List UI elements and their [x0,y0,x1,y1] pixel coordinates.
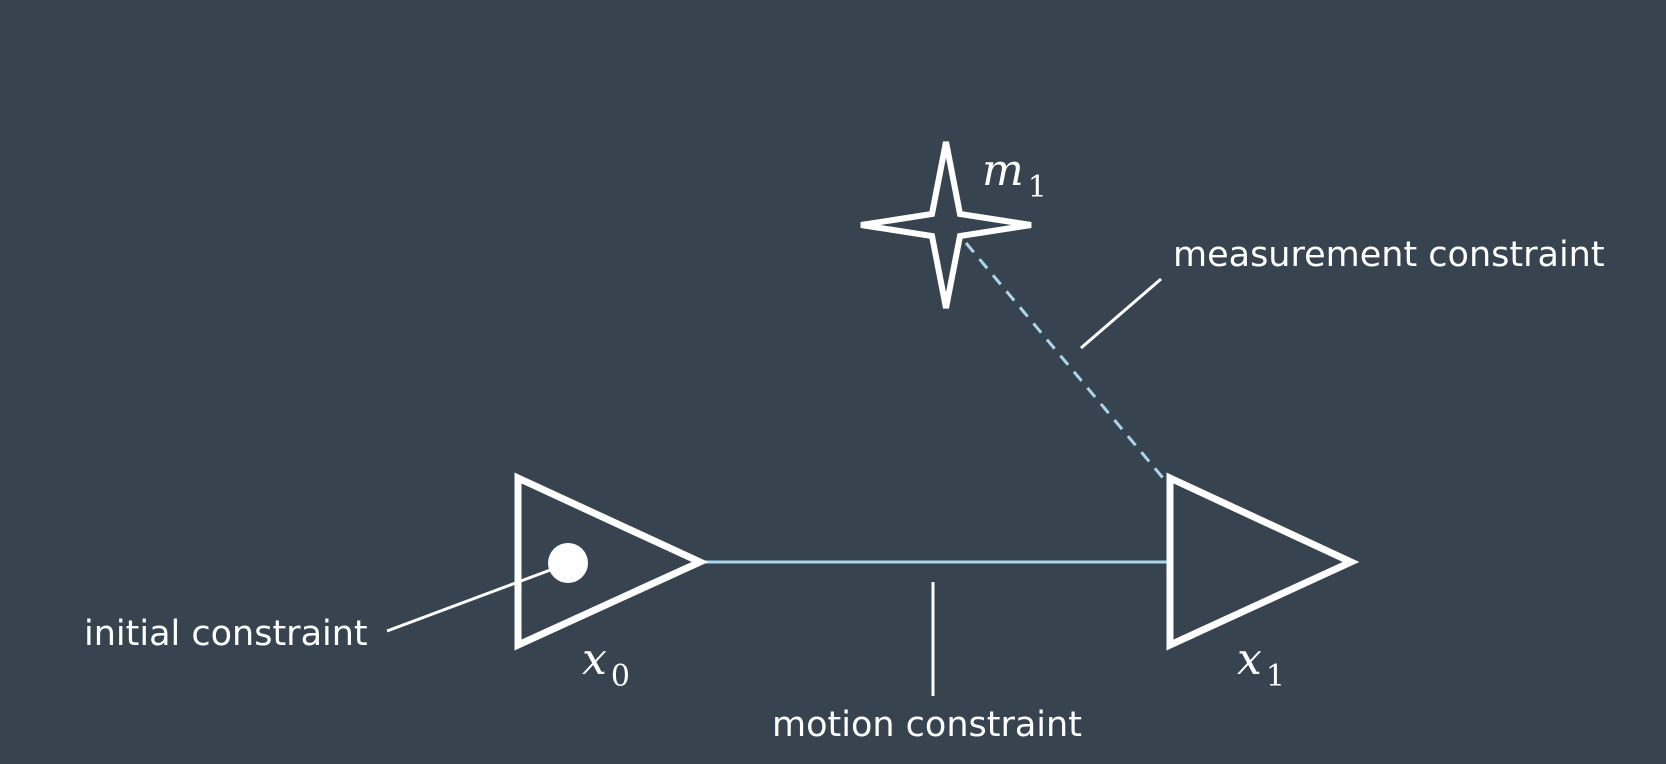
landmark-m1-symbol: m [982,145,1024,196]
landmark-m1-star-icon [860,141,1032,309]
pose-x0-symbol: x [582,634,607,685]
pose-x1-triangle-icon [1166,472,1360,651]
initial-constraint-label: initial constraint [84,614,368,654]
pose-x0-subscript: 0 [611,659,630,694]
pose-x0-label: x 0 [582,634,630,694]
landmark-m1-label: m 1 [982,145,1047,205]
measurement-constraint-leader-line [1080,277,1162,350]
measurement-constraint-label: measurement constraint [1173,235,1605,275]
pose-x1-subscript: 1 [1266,659,1285,694]
pose-x1-symbol: x [1237,634,1262,685]
measurement-constraint-edge [964,242,1165,479]
motion-constraint-label: motion constraint [772,705,1082,745]
initial-constraint-marker-icon [548,543,588,583]
pose-x1-label: x 1 [1237,634,1285,694]
landmark-m1-subscript: 1 [1028,170,1047,205]
initial-constraint-leader-line [386,567,554,633]
pose-x0-triangle-icon [514,472,709,651]
